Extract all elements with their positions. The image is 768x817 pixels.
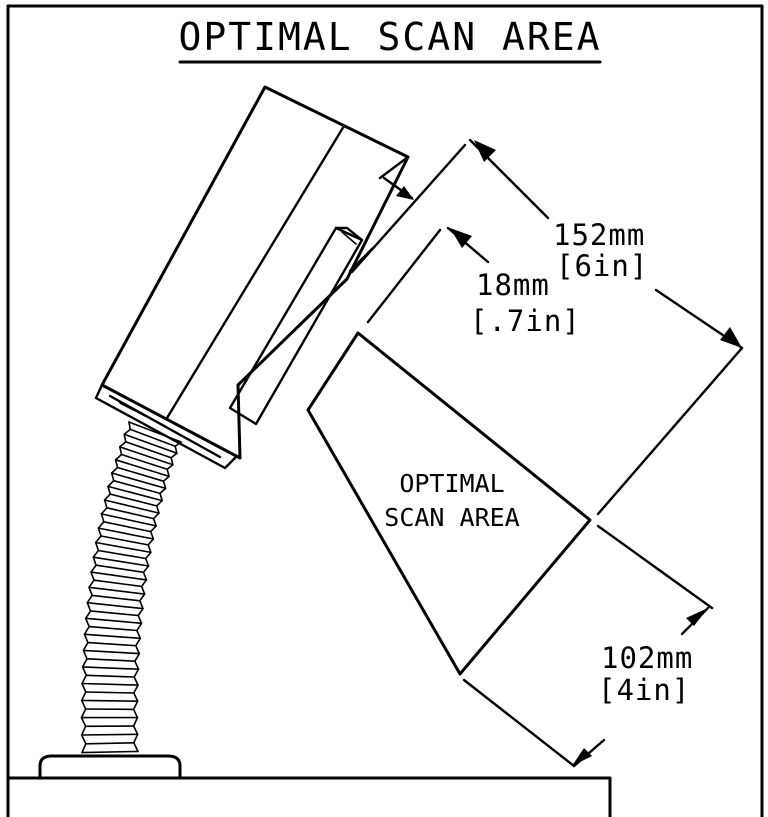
neck-rib bbox=[92, 556, 150, 567]
neck-rib bbox=[95, 564, 145, 574]
neck-rib bbox=[100, 513, 157, 527]
neck-rib bbox=[86, 601, 144, 610]
neck-rib bbox=[94, 541, 152, 554]
neck-rib bbox=[81, 682, 139, 686]
drawing-frame bbox=[6, 4, 764, 817]
depth-in-label: [6in] bbox=[556, 249, 648, 283]
neck-outline bbox=[132, 441, 182, 753]
neck-rib bbox=[83, 633, 142, 640]
neck-rib bbox=[125, 441, 172, 459]
neck-rib bbox=[120, 453, 168, 471]
neck-rib bbox=[100, 535, 149, 546]
neck-rib bbox=[81, 666, 140, 670]
neck-rib bbox=[123, 433, 178, 455]
dimension-18mm bbox=[446, 226, 490, 264]
page-title: OPTIMAL SCAN AREA bbox=[179, 15, 602, 59]
neck-outline bbox=[80, 421, 132, 754]
countertop bbox=[6, 776, 612, 817]
offset-in-label: [.7in] bbox=[470, 304, 581, 338]
neck-rib bbox=[107, 485, 163, 502]
neck-rib bbox=[81, 750, 139, 754]
neck-rib bbox=[106, 507, 155, 520]
neck-rib bbox=[85, 742, 135, 745]
neck-rib bbox=[82, 649, 141, 655]
depth-mm-label: 152mm bbox=[553, 218, 645, 252]
neck-rib bbox=[91, 594, 141, 602]
neck-rib bbox=[84, 617, 143, 625]
width-mm-label: 102mm bbox=[601, 641, 693, 675]
neck-rib bbox=[114, 459, 170, 478]
neck-rib bbox=[80, 699, 139, 702]
neck-rib bbox=[110, 472, 167, 490]
area-label-line2: SCAN AREA bbox=[384, 503, 519, 532]
neck-rib bbox=[116, 466, 165, 482]
area-label-line1: OPTIMAL bbox=[399, 469, 504, 498]
neck-rib bbox=[88, 625, 138, 632]
scan-beam bbox=[350, 143, 467, 324]
flexible-neck-icon bbox=[80, 421, 182, 754]
neck-rib bbox=[88, 586, 146, 595]
neck-rib bbox=[119, 446, 174, 466]
neck-rib bbox=[109, 493, 158, 507]
offset-mm-label: 18mm bbox=[476, 268, 550, 302]
neck-rib bbox=[80, 733, 139, 736]
width-in-label: [4in] bbox=[598, 673, 690, 707]
dimension-152mm bbox=[382, 138, 744, 516]
neck-rib bbox=[97, 527, 155, 540]
neck-rib bbox=[103, 521, 152, 533]
neck-rib bbox=[129, 428, 176, 448]
neck-rib bbox=[85, 674, 135, 678]
scanner-base-icon bbox=[38, 754, 182, 780]
neck-rib bbox=[97, 549, 147, 560]
dimension-102mm bbox=[462, 524, 714, 768]
optimal-scan-area-shape bbox=[306, 331, 592, 676]
neck-rib bbox=[87, 641, 137, 647]
neck-rib bbox=[86, 658, 136, 662]
neck-rib bbox=[103, 499, 160, 514]
neck-rib bbox=[112, 479, 161, 495]
neck-rib bbox=[89, 610, 139, 617]
neck-rib bbox=[90, 571, 148, 581]
neck-rib bbox=[93, 579, 143, 588]
neck-rib bbox=[85, 691, 135, 694]
scanner-head-icon bbox=[94, 85, 410, 470]
